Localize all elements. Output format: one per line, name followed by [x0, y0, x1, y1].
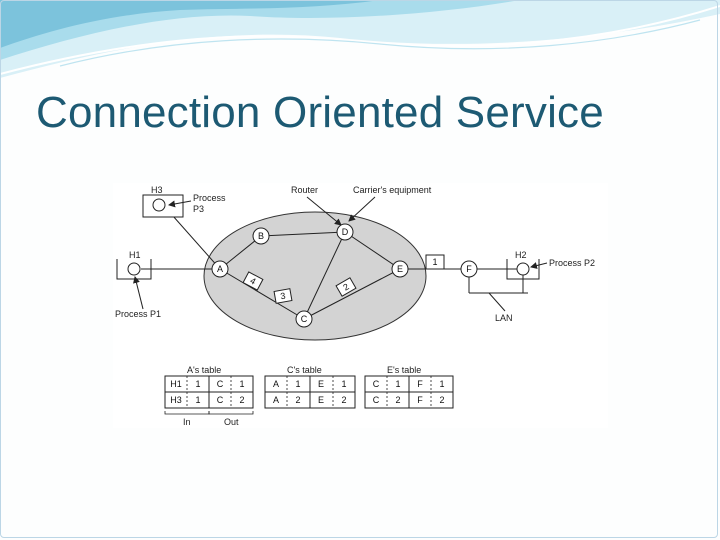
process-p1-label: Process P1: [115, 309, 161, 319]
svg-text:4: 4: [248, 275, 257, 286]
slide-title: Connection Oriented Service: [36, 88, 604, 137]
svg-text:B: B: [258, 231, 264, 241]
table-c-title: C's table: [287, 365, 322, 375]
packet-3: 3: [273, 288, 293, 304]
wave-line-2: [59, 19, 701, 67]
svg-text:3: 3: [280, 291, 287, 302]
svg-text:D: D: [342, 227, 349, 237]
table-cell: 1: [341, 379, 346, 389]
header-wave-banner: [0, 0, 720, 78]
queue-label: 1: [432, 257, 437, 267]
link-c-d: [303, 231, 346, 320]
table-cell: H3: [170, 395, 182, 405]
process-p3-label-1: Process: [193, 193, 226, 203]
table-cell: E: [318, 395, 324, 405]
routing-table-c: C's table A 1 E 1 A 2 E 2: [264, 365, 356, 409]
router-b: B: [252, 227, 270, 245]
table-cell: C: [217, 395, 224, 405]
table-cell: 1: [439, 379, 444, 389]
svg-text:F: F: [466, 264, 472, 274]
table-cell: C: [217, 379, 224, 389]
router-f: F: [460, 260, 478, 278]
queue-box: [425, 254, 445, 270]
packet-2: 2: [335, 277, 357, 297]
router-label: Router: [291, 185, 318, 195]
wave-line-1: [0, 5, 720, 75]
link-d-e: [344, 231, 401, 270]
lan-label: LAN: [495, 313, 513, 323]
table-cell: 2: [295, 395, 300, 405]
router-d: D: [336, 223, 354, 241]
out-label: Out: [224, 417, 239, 427]
table-cell: C: [373, 379, 380, 389]
process-p3-label-2: P3: [193, 204, 204, 214]
out-brace: [208, 411, 254, 415]
table-cell: 2: [395, 395, 400, 405]
table-e-title: E's table: [387, 365, 421, 375]
packet-4: 4: [242, 271, 264, 291]
lan-tap: [488, 292, 506, 312]
carrier-label: Carrier's equipment: [353, 185, 432, 195]
host-h2-label: H2: [515, 250, 527, 260]
network-figure: H1 Process P1 H3 Process P3 Router Carri…: [113, 183, 608, 428]
process-p2-label: Process P2: [549, 258, 595, 268]
process-p1-pointer: [133, 276, 144, 310]
link-b-d: [260, 231, 346, 237]
wave-dark: [0, 0, 380, 48]
table-cell: 2: [239, 395, 244, 405]
router-pointer: [306, 196, 342, 226]
table-cell: A: [273, 395, 279, 405]
table-cell: F: [417, 379, 423, 389]
host-h1-process: [127, 262, 141, 276]
table-cell: 1: [195, 379, 200, 389]
host-h1-label: H1: [129, 250, 141, 260]
svg-text:2: 2: [341, 281, 350, 292]
host-h3-process: [152, 198, 166, 212]
routing-table-a: A's table H1 1 C 1 H3 1 C 2 In Out: [164, 365, 254, 427]
router-a: A: [211, 260, 229, 278]
table-a-title: A's table: [187, 365, 221, 375]
router-c: C: [295, 310, 313, 328]
carrier-pointer: [348, 196, 376, 222]
svg-text:A: A: [217, 264, 223, 274]
table-cell: 1: [195, 395, 200, 405]
link-a-b: [219, 235, 262, 270]
routing-table-e: E's table C 1 F 1 C 2 F 2: [364, 365, 454, 409]
link-a-c: [219, 268, 305, 320]
table-cell: F: [417, 395, 423, 405]
table-cell: C: [373, 395, 380, 405]
host-h2-bracket: [506, 259, 540, 280]
in-label: In: [183, 417, 191, 427]
network-diagram: H1 Process P1 H3 Process P3 Router Carri…: [115, 185, 595, 427]
wave-light: [0, 0, 720, 78]
svg-text:E: E: [397, 264, 403, 274]
router-e: E: [391, 260, 409, 278]
table-cell: 1: [239, 379, 244, 389]
process-p3-pointer: [168, 200, 192, 208]
table-cell: H1: [170, 379, 182, 389]
table-cell: 1: [395, 379, 400, 389]
table-cell: E: [318, 379, 324, 389]
svg-text:C: C: [301, 314, 308, 324]
host-h3-label: H3: [151, 185, 163, 195]
process-p2-pointer: [530, 262, 548, 269]
table-cell: A: [273, 379, 279, 389]
table-cell: 2: [341, 395, 346, 405]
table-cell: 1: [295, 379, 300, 389]
table-cell: 2: [439, 395, 444, 405]
link-c-e: [303, 268, 401, 320]
host-h2-process: [516, 262, 530, 276]
